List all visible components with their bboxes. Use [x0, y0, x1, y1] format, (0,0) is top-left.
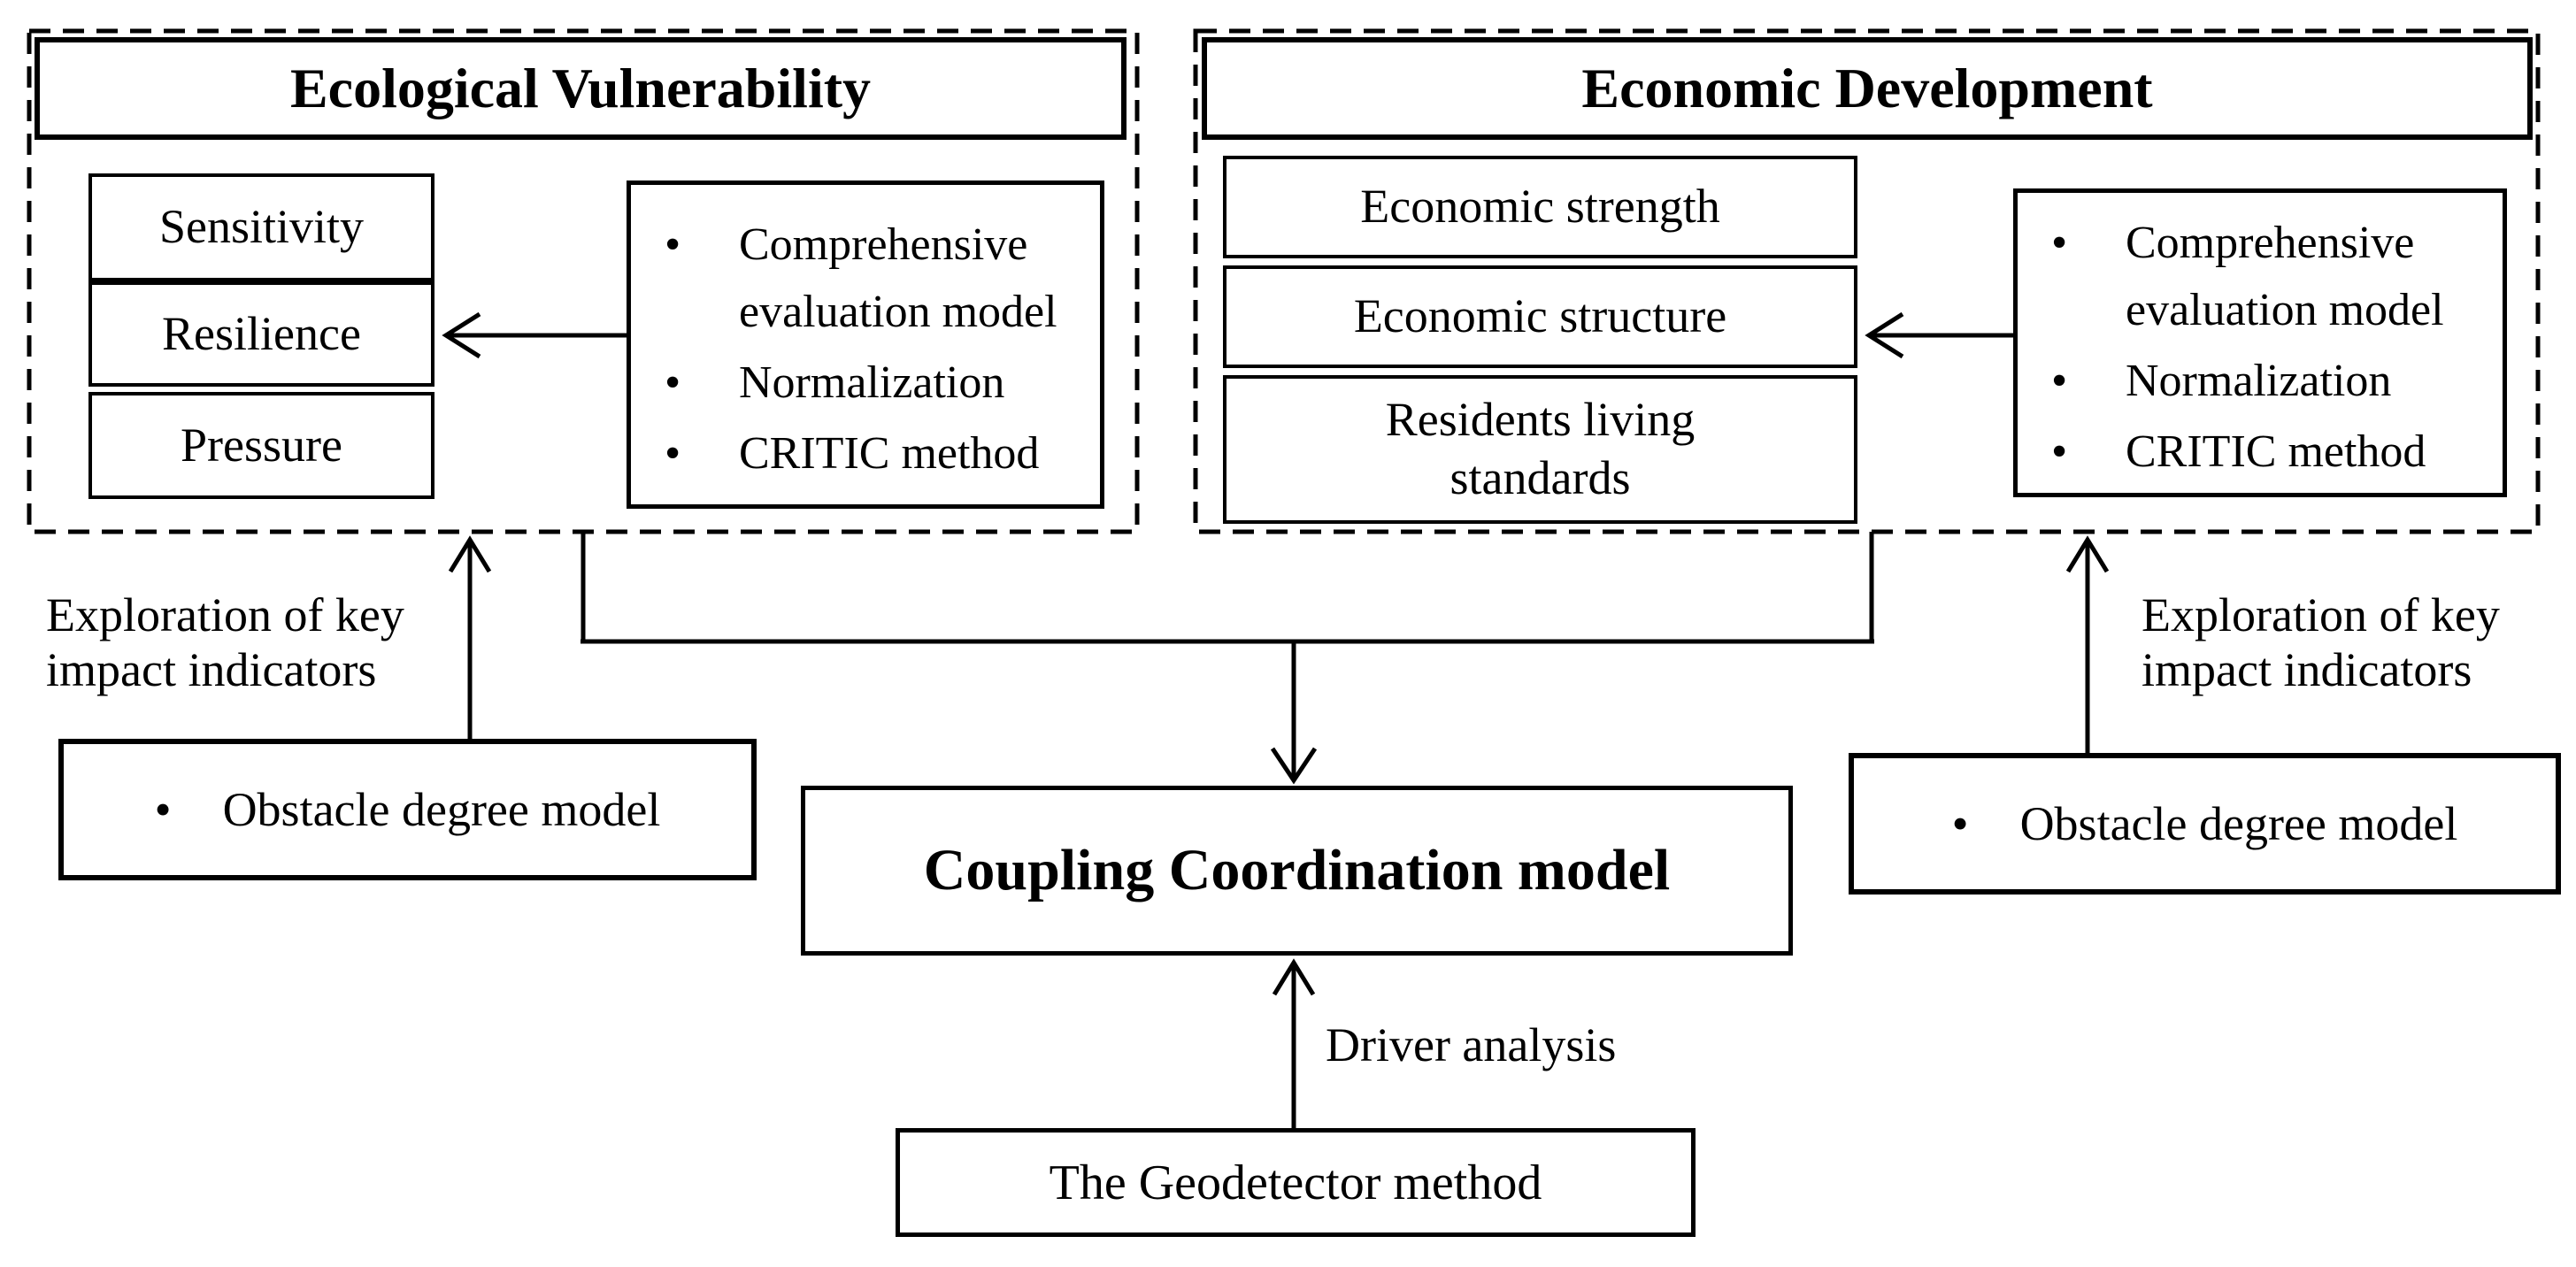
econ-dimension-residents: Residents living standards — [1223, 375, 1857, 524]
method-label: Comprehensive evaluation model — [2126, 217, 2444, 335]
econ-dimension-strength: Economic strength — [1223, 156, 1857, 258]
eco-dimension-resilience: Resilience — [88, 281, 434, 387]
eco-methods-box: • Comprehensive evaluation model • Norma… — [627, 180, 1104, 509]
obstacle-label: Obstacle degree model — [222, 783, 661, 836]
method-label: Normalization — [2126, 355, 2392, 406]
bullet-icon: • — [2051, 426, 2068, 477]
coupling-box: Coupling Coordination model — [801, 786, 1793, 956]
eco-obstacle-arrowhead-icon — [448, 535, 492, 573]
method-label: Comprehensive evaluation model — [739, 219, 1057, 337]
driver-arrowhead-icon — [1272, 958, 1316, 996]
econ-title: Economic Development — [1581, 57, 2153, 119]
econ-methods-box: • Comprehensive evaluation model • Norma… — [2013, 188, 2507, 497]
bullet-icon: • — [2051, 217, 2068, 268]
eco-dimension-pressure: Pressure — [88, 392, 434, 499]
eco-dimension-sensitivity: Sensitivity — [88, 173, 434, 281]
econ-dimension-label: Economic strength — [1360, 180, 1720, 234]
eco-dimension-label: Resilience — [162, 306, 361, 360]
econ-obstacle-box: • Obstacle degree model — [1849, 753, 2561, 895]
list-item: • Normalization — [657, 349, 1088, 417]
method-label: Normalization — [739, 357, 1005, 408]
eco-exploration-label: Exploration of key impact indicators — [46, 588, 404, 696]
list-item: • Comprehensive evaluation model — [2044, 210, 2490, 344]
econ-method-arrowhead-icon — [1865, 311, 1904, 359]
econ-obstacle-arrowhead-icon — [2065, 535, 2110, 573]
list-item: • Comprehensive evaluation model — [657, 211, 1088, 346]
econ-dimension-label: Economic structure — [1353, 289, 1727, 343]
bullet-icon: • — [665, 219, 681, 270]
econ-dimension-label: Residents living standards — [1385, 393, 1696, 504]
driver-analysis-label: Driver analysis — [1326, 1018, 1617, 1071]
bullet-icon: • — [665, 357, 681, 408]
eco-obstacle-box: • Obstacle degree model — [58, 739, 757, 880]
geodetector-label: The Geodetector method — [1049, 1155, 1542, 1210]
obstacle-label: Obstacle degree model — [2019, 797, 2458, 850]
method-label: CRITIC method — [739, 427, 1040, 479]
bullet-icon: • — [665, 427, 681, 479]
eco-method-arrowhead-icon — [442, 311, 481, 359]
method-label: CRITIC method — [2126, 426, 2426, 477]
eco-dimension-label: Pressure — [181, 418, 342, 472]
econ-exploration-label: Exploration of key impact indicators — [2142, 588, 2500, 696]
econ-dimension-structure: Economic structure — [1223, 265, 1857, 368]
coupling-arrowhead-icon — [1270, 747, 1318, 785]
econ-title-box: Economic Development — [1202, 37, 2533, 140]
eco-title: Ecological Vulnerability — [289, 57, 872, 119]
econ-dashed-border — [1193, 28, 2541, 534]
bullet-icon: • — [154, 783, 172, 836]
list-item: • Normalization — [2044, 348, 2490, 415]
list-item: • CRITIC method — [657, 420, 1088, 488]
geodetector-box: The Geodetector method — [896, 1128, 1696, 1237]
list-item: • CRITIC method — [2044, 418, 2490, 486]
bullet-icon: • — [2051, 355, 2068, 406]
coupling-label: Coupling Coordination model — [923, 838, 1671, 902]
bullet-icon: • — [1951, 797, 1969, 850]
eco-title-box: Ecological Vulnerability — [35, 37, 1127, 140]
eco-dimension-label: Sensitivity — [158, 200, 365, 254]
